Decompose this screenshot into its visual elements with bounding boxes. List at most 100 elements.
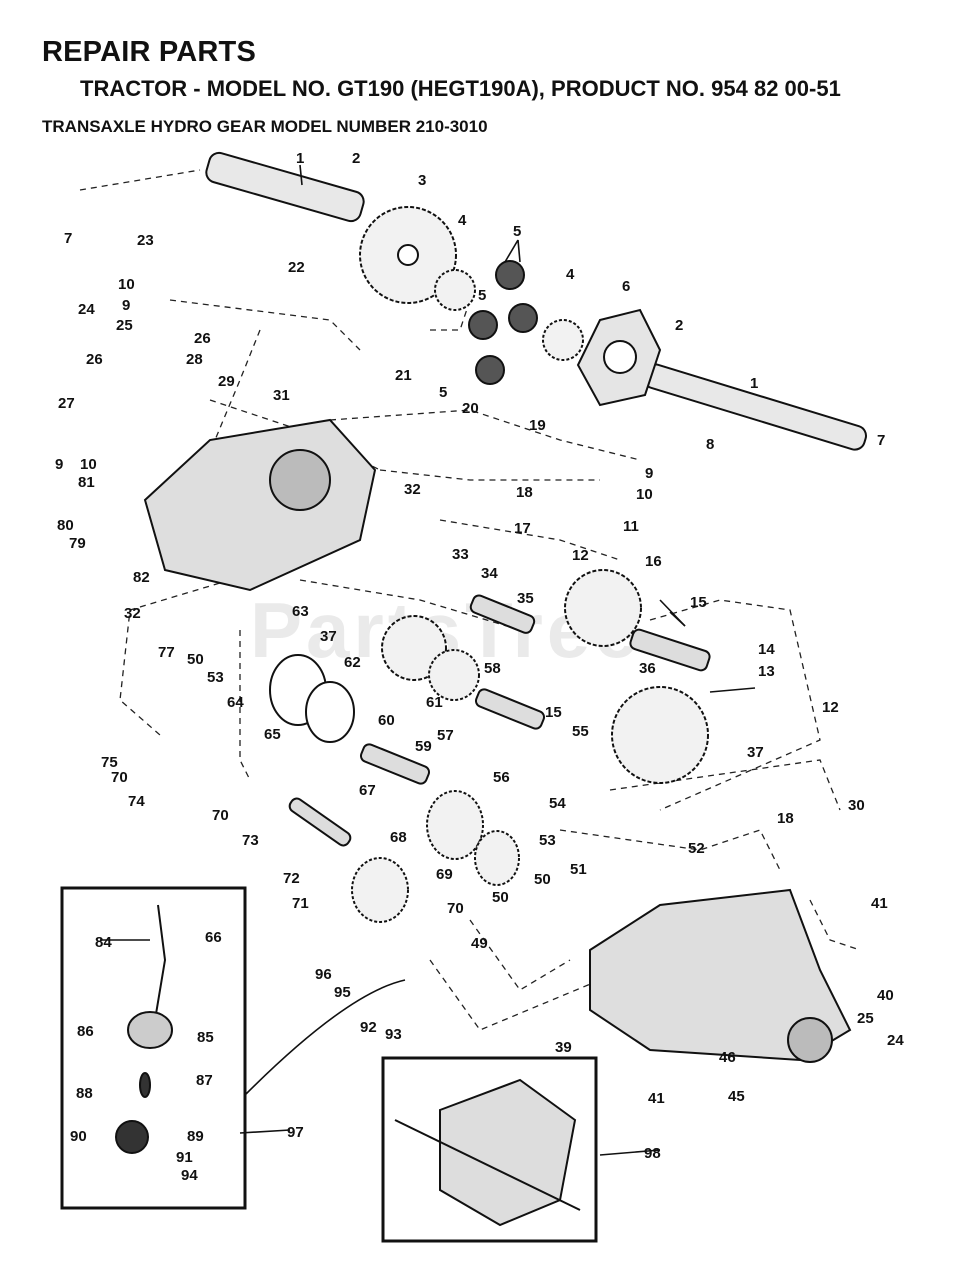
callout-88: 88	[76, 1085, 93, 1102]
leader-lines	[100, 164, 756, 1156]
gear-4-lower	[542, 319, 584, 361]
callout-21: 21	[395, 367, 412, 384]
callout-23: 23	[137, 232, 154, 249]
page-header: REPAIR PARTS TRACTOR - MODEL NO. GT190 (…	[0, 0, 954, 140]
callout-57: 57	[437, 727, 454, 744]
callout-32b: 32	[124, 605, 141, 622]
callout-37a: 37	[320, 628, 337, 645]
callout-98: 98	[644, 1145, 661, 1162]
gear-3-hub	[397, 244, 419, 266]
callout-80: 80	[57, 517, 74, 534]
callout-37b: 37	[747, 744, 764, 761]
callout-52: 52	[688, 840, 705, 857]
callout-15b: 15	[545, 704, 562, 721]
shaft-72	[288, 797, 352, 847]
callout-2b: 2	[675, 317, 683, 334]
callout-5b: 5	[478, 287, 486, 304]
callout-24a: 24	[78, 301, 95, 318]
callout-33: 33	[452, 546, 469, 563]
callout-72: 72	[283, 870, 300, 887]
callout-70a: 70	[111, 769, 128, 786]
callout-69: 69	[436, 866, 453, 883]
callout-50a: 50	[187, 651, 204, 668]
callout-56: 56	[493, 769, 510, 786]
callout-81: 81	[78, 474, 95, 491]
callout-50b: 50	[534, 871, 551, 888]
callout-73: 73	[242, 832, 259, 849]
callout-34: 34	[481, 565, 498, 582]
callout-35: 35	[517, 590, 534, 607]
pinion-5a	[495, 260, 525, 290]
callout-55: 55	[572, 723, 589, 740]
callout-62: 62	[344, 654, 361, 671]
callout-67: 67	[359, 782, 376, 799]
callout-26b: 26	[86, 351, 103, 368]
callout-41b: 41	[648, 1090, 665, 1107]
callout-12a: 12	[572, 547, 589, 564]
callout-9b: 9	[645, 465, 653, 482]
callout-11: 11	[623, 518, 639, 535]
callout-86: 86	[77, 1023, 94, 1040]
callout-26a: 26	[194, 330, 211, 347]
page-title: REPAIR PARTS	[42, 36, 257, 68]
callout-18a: 18	[516, 484, 533, 501]
callout-95: 95	[334, 984, 351, 1001]
callout-77: 77	[158, 644, 175, 661]
callout-41a: 41	[871, 895, 888, 912]
gear-4-upper	[434, 269, 476, 311]
gear-69	[474, 830, 520, 886]
shaft-57	[474, 688, 546, 730]
model-subtitle: TRACTOR - MODEL NO. GT190 (HEGT190A), PR…	[80, 76, 841, 101]
callout-13: 13	[758, 663, 775, 680]
callout-53b: 53	[539, 832, 556, 849]
callout-87: 87	[196, 1072, 213, 1089]
callout-70b: 70	[212, 807, 229, 824]
housing-half-31	[143, 418, 377, 592]
callout-3: 3	[418, 172, 426, 189]
pinion-5b	[468, 310, 498, 340]
callout-79: 79	[69, 535, 86, 552]
callout-49: 49	[471, 935, 488, 952]
callout-85: 85	[197, 1029, 214, 1046]
callout-84: 84	[95, 934, 112, 951]
callout-54: 54	[549, 795, 566, 812]
pinion-5c	[508, 303, 538, 333]
callout-82: 82	[133, 569, 150, 586]
callout-64: 64	[227, 694, 244, 711]
disc-65	[305, 681, 355, 743]
callout-51: 51	[570, 861, 587, 878]
callout-75: 75	[101, 754, 118, 771]
callout-91: 91	[176, 1149, 193, 1166]
callout-10a: 10	[118, 276, 135, 293]
callout-15a: 15	[690, 594, 707, 611]
callout-74: 74	[128, 793, 145, 810]
callout-90: 90	[70, 1128, 87, 1145]
callout-16: 16	[645, 553, 662, 570]
gear-71	[351, 857, 409, 923]
callout-71: 71	[292, 895, 309, 912]
callout-9c: 9	[55, 456, 63, 473]
callout-61: 61	[426, 694, 443, 711]
housing-31-bore	[269, 449, 331, 511]
callout-59: 59	[415, 738, 432, 755]
callout-17: 17	[514, 520, 531, 537]
callout-50c: 50	[492, 889, 509, 906]
callout-7b: 7	[877, 432, 885, 449]
gear-68	[426, 790, 484, 860]
callout-8: 8	[706, 436, 714, 453]
cam-90	[115, 1120, 149, 1154]
callout-68: 68	[390, 829, 407, 846]
knob-86	[127, 1011, 173, 1049]
callout-30: 30	[848, 797, 865, 814]
gear-62	[381, 615, 447, 681]
callout-65: 65	[264, 726, 281, 743]
shaft-35	[469, 594, 536, 634]
gear-55	[611, 686, 709, 784]
callout-66: 66	[205, 929, 222, 946]
shaft-14	[629, 628, 711, 672]
callout-29: 29	[218, 373, 235, 390]
transaxle-subtitle: TRANSAXLE HYDRO GEAR MODEL NUMBER 210-30…	[42, 117, 488, 136]
callout-10c: 10	[80, 456, 97, 473]
spring-88	[139, 1072, 151, 1098]
axle-shaft-upper	[205, 151, 365, 223]
